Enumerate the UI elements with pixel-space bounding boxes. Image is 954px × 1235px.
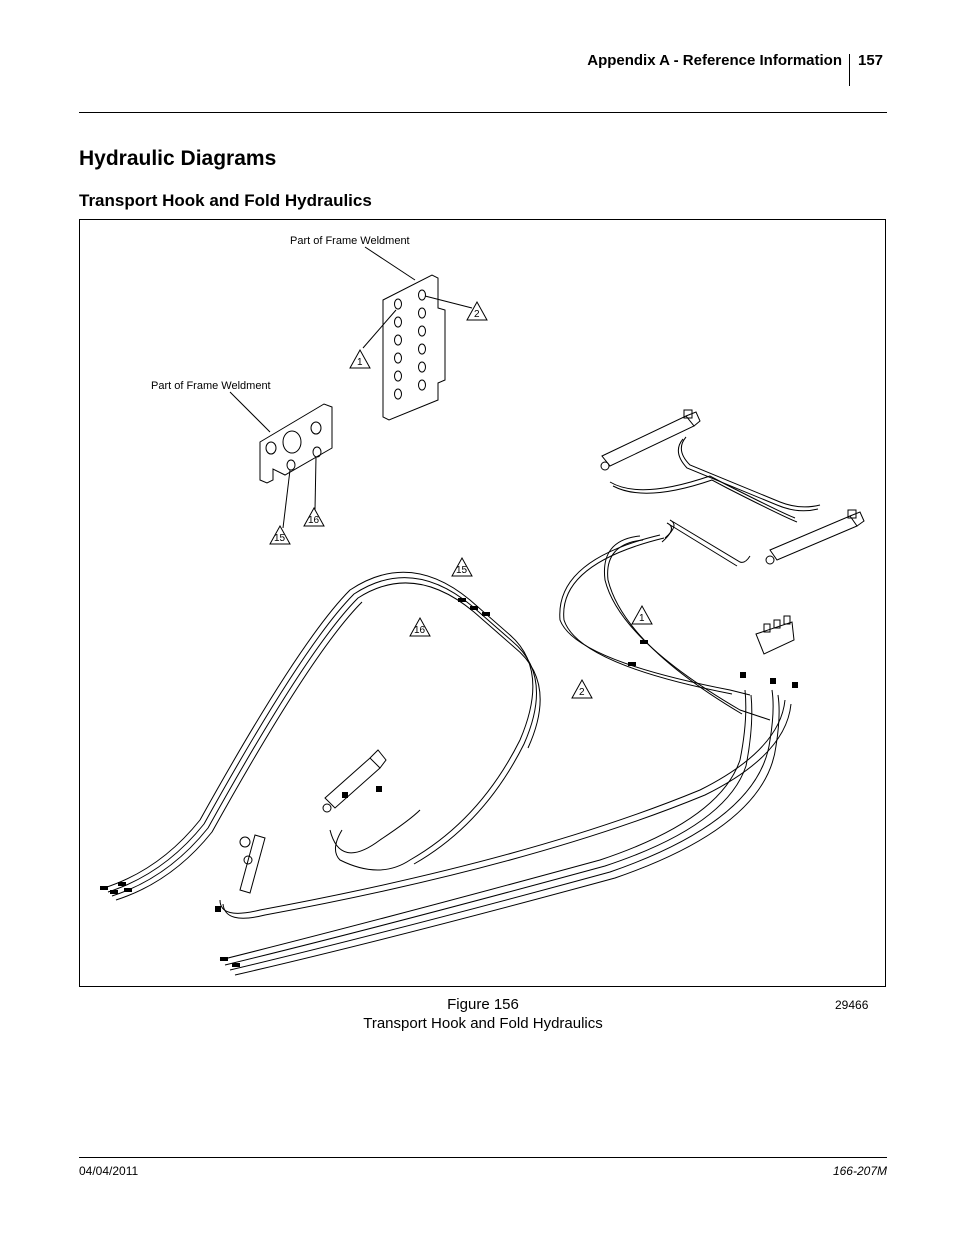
- lower-hose-f: [222, 703, 792, 919]
- leader-weldment-left: [229, 391, 271, 433]
- callout-2-right: 2: [579, 687, 585, 698]
- hook-actuator-lower-left: [239, 834, 266, 894]
- lower-hose-g: [329, 809, 421, 854]
- callout-1-right: 1: [639, 613, 645, 624]
- hydraulic-diagram-drawing: 1 2 15 16 15 16 1 2 Part of Frame Weldme…: [100, 235, 865, 976]
- page-number: 157: [858, 52, 884, 69]
- callout-triangle-2-top: [466, 300, 488, 321]
- loop-hose-15a: [103, 571, 534, 889]
- cylinder-hose-d: [677, 438, 819, 512]
- header-divider: [849, 54, 850, 86]
- hose-1: [559, 534, 751, 696]
- hose-2b: [607, 539, 743, 715]
- cylinder-hose-c: [680, 436, 821, 508]
- drawing-id: 29466: [835, 998, 869, 1012]
- hook-cylinder-upper: [600, 409, 701, 471]
- callout-triangle-16-left: [303, 506, 325, 527]
- callout-triangle-15-mid: [451, 556, 473, 577]
- hose-2: [603, 535, 771, 721]
- hydraulic-diagram-figure: 1 2 15 16 15 16 1 2 Part of Frame Weldme…: [79, 219, 886, 987]
- fittings: [100, 598, 798, 967]
- lower-hose-a: [219, 689, 747, 961]
- leader-weldment-top: [364, 246, 416, 281]
- lower-hose-d: [234, 694, 780, 976]
- label-frame-weldment-top: Part of Frame Weldment: [290, 235, 410, 247]
- callout-triangle-15-left: [269, 524, 291, 545]
- footer-rule: [79, 1157, 887, 1158]
- plate-holes-top: [394, 289, 426, 400]
- page-heading: Hydraulic Diagrams: [79, 147, 277, 170]
- callout-16-left: 16: [308, 515, 320, 526]
- section-subheading: Transport Hook and Fold Hydraulics: [79, 191, 372, 210]
- leader-c2-top: [424, 295, 473, 309]
- leader-c1-top: [362, 309, 397, 349]
- leader-c16-left: [314, 456, 317, 511]
- callout-triangle-16-mid: [409, 616, 431, 637]
- callout-15-mid: 15: [456, 565, 468, 576]
- loop-hose-16b: [115, 601, 363, 901]
- frame-weldment-plate-left: [259, 403, 333, 484]
- callout-triangle-2-right: [571, 678, 593, 699]
- lower-hose-c: [229, 689, 774, 971]
- lower-hose-e: [219, 699, 786, 914]
- callout-triangle-1-top: [349, 348, 371, 369]
- frame-weldment-plate-top: [382, 274, 446, 421]
- cylinder-hose-b: [612, 479, 798, 523]
- callout-2-top: 2: [474, 309, 480, 320]
- footer-doc-number: 166-207M: [832, 1164, 887, 1178]
- leader-c15-left: [282, 469, 291, 529]
- callout-15-left: 15: [274, 533, 286, 544]
- plate-holes-left: [265, 421, 322, 471]
- loop-hose-16a: [111, 582, 541, 897]
- cylinder-hose-e: [664, 519, 751, 563]
- hook-cylinder-lower: [765, 509, 865, 565]
- callout-1-top: 1: [357, 357, 363, 368]
- footer-date: 04/04/2011: [79, 1164, 139, 1178]
- header-section-title: Appendix A - Reference Information: [587, 52, 842, 69]
- figure-number: Figure 156: [447, 996, 519, 1013]
- cylinder-hose-a: [609, 475, 796, 519]
- fold-cylinder: [322, 749, 387, 813]
- callout-16-mid: 16: [414, 625, 426, 636]
- label-frame-weldment-left: Part of Frame Weldment: [151, 380, 271, 392]
- loop-hose-15b: [107, 577, 537, 893]
- valve-block: [755, 615, 795, 655]
- header-rule: [79, 112, 887, 113]
- callout-triangle-1-right: [631, 604, 653, 625]
- figure-caption: Transport Hook and Fold Hydraulics: [363, 1015, 603, 1032]
- cylinder-hose-f: [661, 522, 738, 567]
- lower-hose-b: [224, 694, 753, 966]
